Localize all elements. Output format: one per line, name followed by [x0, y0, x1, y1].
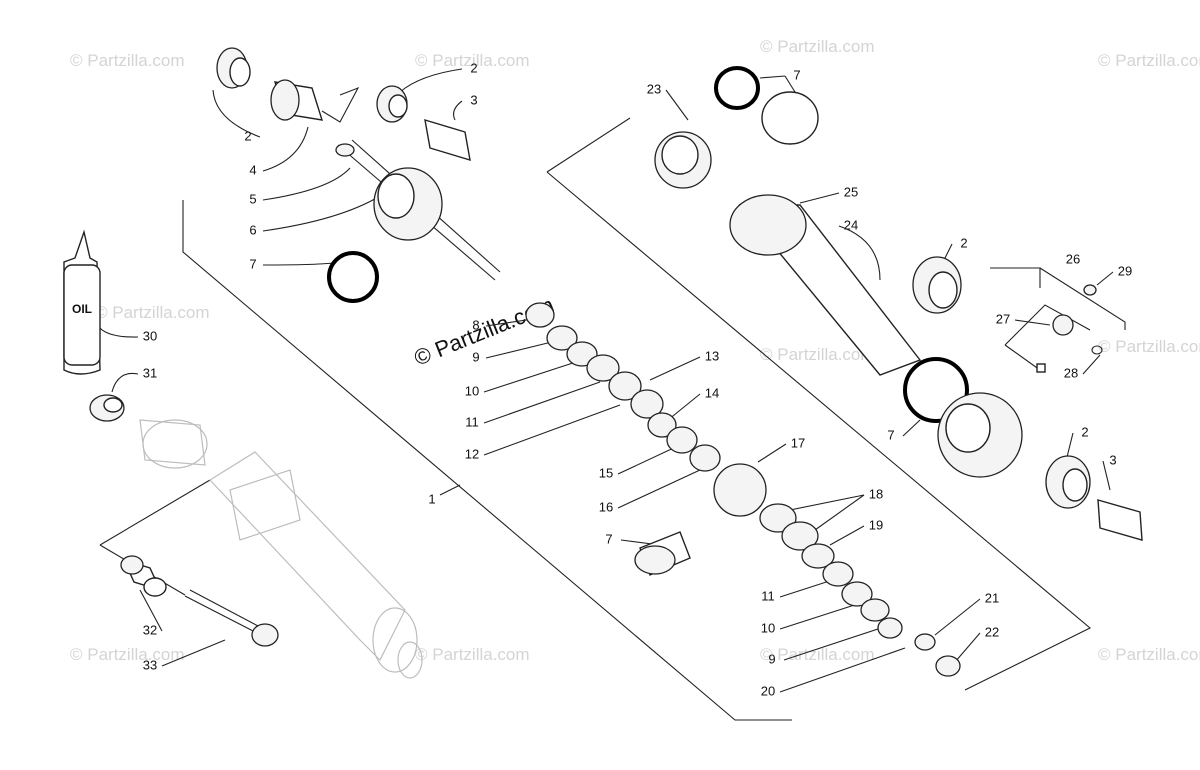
callout-number: 7: [887, 427, 894, 442]
leader-lines: [94, 68, 1114, 693]
callout-numbers: 2456723303118910111213141516177181911109…: [143, 60, 1132, 698]
callout-number: 21: [985, 590, 999, 605]
callout-number: 18: [869, 486, 883, 501]
o-ring-part-7: [903, 357, 969, 423]
callout-number: 15: [599, 465, 613, 480]
callout-number: 10: [465, 383, 479, 398]
callout-number: 3: [470, 92, 477, 107]
callout-number: 8: [472, 317, 479, 332]
callout-number: 13: [705, 348, 719, 363]
watermark: © Partzilla.com: [760, 345, 875, 364]
oil-bottle-part-30: OIL: [63, 229, 101, 375]
watermark: © Partzilla.com: [1098, 337, 1200, 356]
callout-number: 5: [249, 191, 256, 206]
callout-number: 2: [244, 128, 251, 143]
callout-number: 2: [470, 60, 477, 75]
callout-number: 2: [1081, 424, 1088, 439]
nut-part-31: [89, 394, 125, 422]
watermarks: © Partzilla.com © Partzilla.com © Partzi…: [70, 37, 1200, 664]
callout-number: 2: [960, 235, 967, 250]
callout-number: 9: [472, 349, 479, 364]
watermark: © Partzilla.com: [1098, 51, 1200, 70]
callout-number: 7: [249, 256, 256, 271]
o-ring-part-7: [714, 66, 760, 110]
callout-number: 3: [1109, 452, 1116, 467]
callout-number: 17: [791, 435, 805, 450]
callout-number: 20: [761, 683, 775, 698]
callout-number: 23: [647, 81, 661, 96]
watermark: © Partzilla.com: [760, 645, 875, 664]
oil-label: OIL: [72, 302, 92, 316]
callout-number: 27: [996, 311, 1010, 326]
shock-body-ghost: [139, 419, 423, 679]
bolt-part-33: [184, 589, 279, 647]
callout-number: 12: [465, 446, 479, 461]
callout-number: 7: [605, 531, 612, 546]
callout-number: 22: [985, 624, 999, 639]
watermark: © Partzilla.com: [70, 645, 185, 664]
callout-number: 4: [249, 162, 256, 177]
callout-number: 31: [143, 365, 157, 380]
callout-number: 30: [143, 328, 157, 343]
callout-number: 11: [761, 588, 775, 603]
washer-stack: [525, 302, 961, 677]
watermark: © Partzilla.com: [415, 51, 530, 70]
callout-number: 11: [465, 414, 479, 429]
callout-number: 26: [1066, 251, 1080, 266]
spacer-part-32: [120, 555, 167, 597]
callout-number: 24: [844, 217, 858, 232]
callout-number: 14: [705, 385, 719, 400]
reservoir-parts: [654, 66, 1143, 541]
upper-shaft-parts: [216, 47, 501, 303]
watermark: © Partzilla.com: [95, 303, 210, 322]
callout-number: 9: [768, 651, 775, 666]
callout-number: 16: [599, 499, 613, 514]
callout-number: 10: [761, 620, 775, 635]
callout-number: 19: [869, 517, 883, 532]
callout-number: 1: [428, 491, 435, 506]
callout-number: 28: [1064, 365, 1078, 380]
watermark: © Partzilla.com: [1098, 645, 1200, 664]
watermark: © Partzilla.com: [70, 51, 185, 70]
watermark: © Partzilla.com: [415, 645, 530, 664]
callout-number: 29: [1118, 263, 1132, 278]
assembly-brackets: [99, 86, 1126, 721]
piston-part-17: [713, 463, 767, 517]
callout-number: 7: [793, 67, 800, 82]
callout-number: 33: [143, 657, 157, 672]
o-ring-part-7: [327, 251, 379, 303]
watermark: © Partzilla.com: [760, 37, 875, 56]
callout-number: 32: [143, 622, 157, 637]
callout-number: 25: [844, 184, 858, 199]
callout-number: 6: [249, 222, 256, 237]
